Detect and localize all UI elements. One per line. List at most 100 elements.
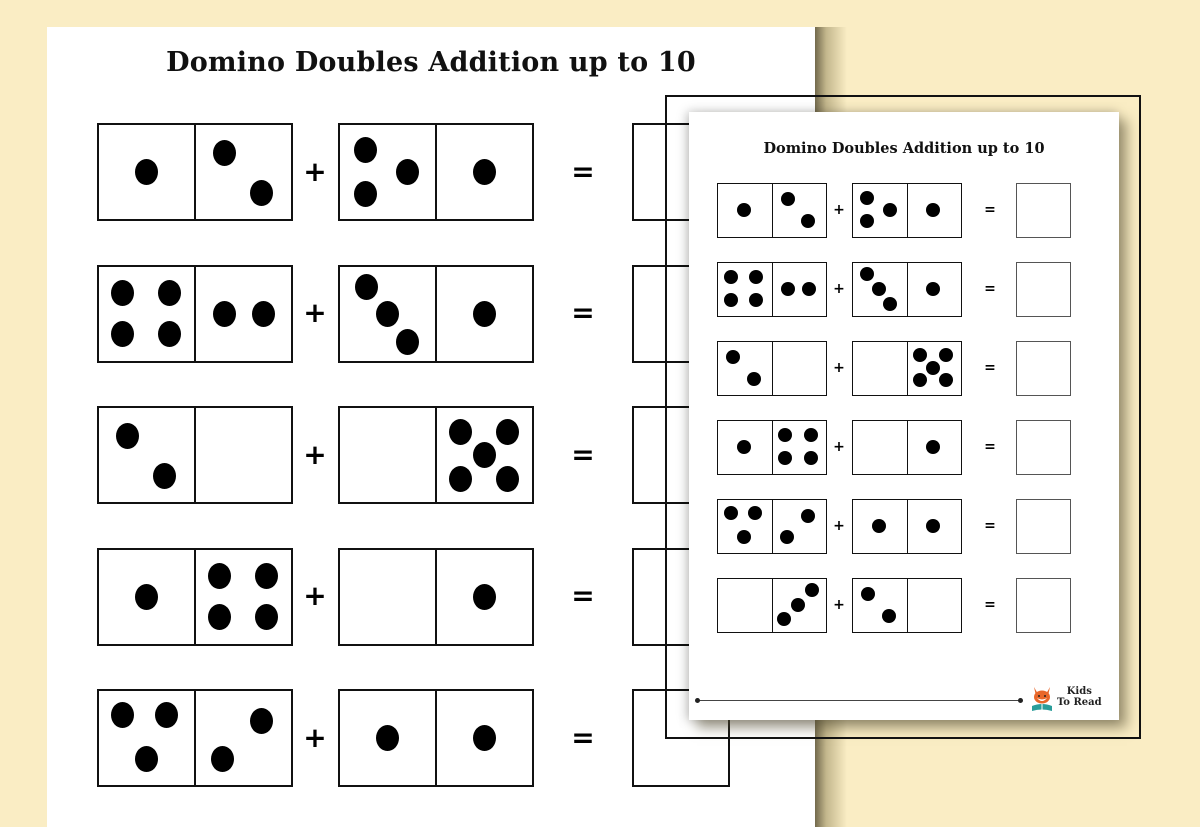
pip-dot [778,450,793,465]
domino-half-2-pips [718,342,772,395]
pip-dot [449,418,472,445]
pip-dot [871,281,886,296]
plus-sign: + [833,201,845,218]
pip-dot [115,423,139,450]
plus-sign: + [303,579,327,613]
domino-half-4-pips [718,263,772,316]
pip-dot [926,439,940,454]
divider-dot-right [1018,698,1023,703]
pip-dot [913,373,928,388]
pip-dot [805,583,820,598]
pip-dot [208,604,231,631]
pip-dot [472,725,496,751]
pip-dot [882,202,897,217]
pip-dot [860,267,875,282]
pip-dot [375,300,399,327]
domino-half-1-pips [906,184,962,237]
pip-dot [155,701,179,728]
answer-box[interactable] [1016,420,1071,475]
pip-dot [859,214,874,229]
pip-dot [208,562,231,589]
domino-half-2-pips [771,184,827,237]
worksheet-title-preview: Domino Doubles Addition up to 10 [763,140,1045,157]
plus-sign: + [303,154,327,188]
pip-dot [736,202,751,217]
pip-dot [913,347,928,362]
pip-dot [736,439,751,454]
fox-reading-book-icon [1032,687,1052,711]
logo-line-2: To Read [1057,697,1102,708]
answer-box[interactable] [1016,578,1071,633]
answer-box[interactable] [1016,499,1071,554]
pip-dot [801,213,816,228]
domino-half-3-pips [771,579,827,632]
pip-dot [472,442,496,468]
domino-half-0-pips [771,342,827,395]
pip-dot [926,202,940,217]
pip-dot [158,279,181,306]
pip-dot [255,562,278,589]
domino-half-0-pips [194,408,291,502]
pip-dot [396,159,420,185]
worksheet-page-preview: Domino Doubles Addition up to 10 +=+=+=+… [689,112,1119,720]
pip-dot [746,371,761,386]
pip-dot [803,450,818,465]
worksheet-page-large: Domino Doubles Addition up to 10 +=+=+=+… [47,27,815,827]
domino-half-2-pips [194,266,291,361]
domino-half-0-pips [718,579,772,632]
pip-dot [801,509,816,524]
domino-half-1-pips [99,125,194,219]
footer-divider [695,698,1023,703]
pip-dot [255,604,278,631]
answer-box[interactable] [1016,341,1071,396]
equals-sign: = [571,579,595,613]
domino-half-2-pips [194,125,291,219]
pip-dot [871,518,886,533]
pip-dot [396,328,420,355]
domino-tile [97,547,293,646]
pip-dot [153,462,177,489]
pip-dot [158,321,181,348]
pip-dot [803,428,818,443]
pip-dot [938,373,953,388]
pip-dot [778,428,793,443]
domino-half-0-pips [853,342,907,395]
domino-half-3-pips [853,263,907,316]
pip-dot [134,583,158,610]
domino-tile [338,689,534,787]
pip-dot [926,360,940,375]
domino-tile [717,420,827,475]
logo-line-1: Kids [1066,686,1092,697]
domino-half-3-pips [853,184,907,237]
answer-box[interactable] [1016,183,1071,238]
answer-box[interactable] [1016,262,1071,317]
equals-sign: = [984,596,996,613]
domino-tile [338,123,534,221]
pip-dot [496,418,519,445]
pip-dot [134,745,158,772]
pip-dot [859,190,874,205]
domino-tile [852,420,962,475]
pip-dot [780,192,795,207]
domino-half-3-pips [99,691,194,785]
domino-half-0-pips [340,550,435,644]
equals-sign: = [984,438,996,455]
logo-text: Kids To Read [1057,686,1102,708]
domino-half-2-pips [194,691,291,785]
pip-dot [736,529,751,544]
pip-dot [802,281,817,296]
domino-half-4-pips [99,267,194,361]
domino-half-1-pips [435,549,532,644]
domino-tile [717,262,827,317]
equals-sign: = [571,154,595,188]
pip-dot [723,505,738,520]
pip-dot [926,518,940,533]
pip-dot [354,274,378,301]
plus-sign: + [303,437,327,471]
pip-dot [252,300,276,327]
plus-sign: + [833,517,845,534]
pip-dot [472,159,496,185]
domino-tile [717,183,827,238]
pip-dot [749,270,764,285]
pip-dot [375,725,399,751]
